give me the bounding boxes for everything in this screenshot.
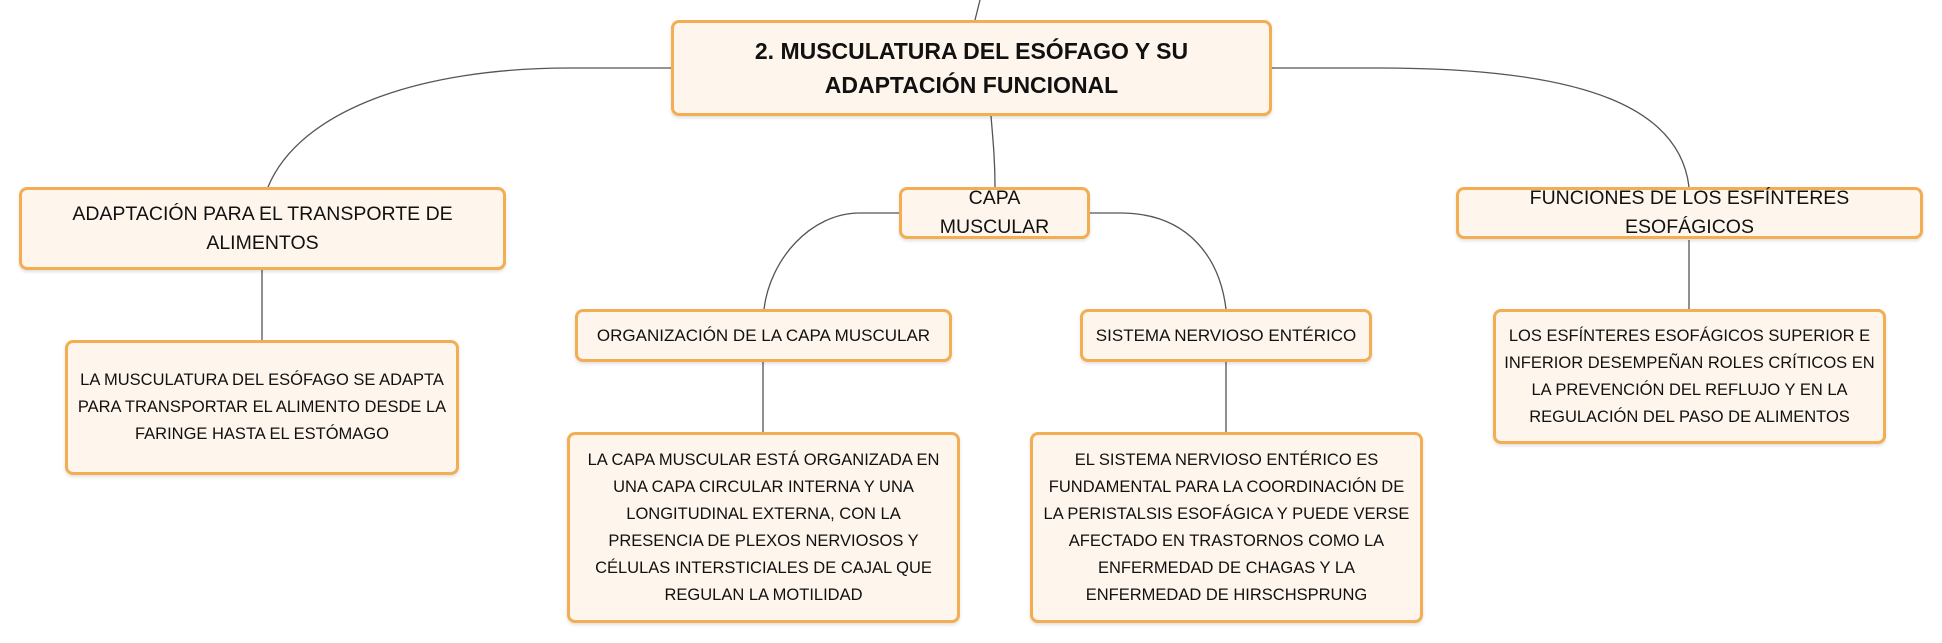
connector-root-to-esfinteres	[1271, 67, 1690, 188]
detail-transporte[interactable]: LA MUSCULATURA DEL ESÓFAGO SE ADAPTA PAR…	[65, 340, 459, 475]
connector-capa-to-sistema	[1089, 212, 1227, 310]
topic-esfinteres[interactable]: FUNCIONES DE LOS ESFÍNTERES ESOFÁGICOS	[1456, 187, 1923, 239]
detail-sistema-nervioso[interactable]: EL SISTEMA NERVIOSO ENTÉRICO ES FUNDAMEN…	[1030, 432, 1423, 623]
topic-esfinteres-label: FUNCIONES DE LOS ESFÍNTERES ESOFÁGICOS	[1529, 187, 1850, 238]
subtopic-organizacion-label: ORGANIZACIÓN DE LA CAPA MUSCULAR	[596, 325, 931, 345]
detail-transporte-text: LA MUSCULATURA DEL ESÓFAGO SE ADAPTA PAR…	[77, 371, 447, 443]
connector-root-to-transporte	[267, 67, 671, 188]
subtopic-organizacion[interactable]: ORGANIZACIÓN DE LA CAPA MUSCULAR	[575, 309, 952, 362]
detail-organizacion[interactable]: LA CAPA MUSCULAR ESTÁ ORGANIZADA EN UNA …	[567, 432, 960, 623]
subtopic-sistema-nervioso[interactable]: SISTEMA NERVIOSO ENTÉRICO	[1080, 309, 1372, 362]
topic-capa-muscular[interactable]: CAPA MUSCULAR	[899, 187, 1090, 239]
root-topic[interactable]: 2. MUSCULATURA DEL ESÓFAGO Y SU ADAPTACI…	[671, 20, 1272, 116]
detail-esfinteres-text: LOS ESFÍNTERES ESOFÁGICOS SUPERIOR E INF…	[1504, 326, 1875, 426]
topic-capa-muscular-label: CAPA MUSCULAR	[939, 187, 1050, 238]
topic-transporte-label: ADAPTACIÓN PARA EL TRANSPORTE DE ALIMENT…	[72, 202, 453, 254]
connector-parent-to-root	[974, 0, 981, 21]
topic-transporte[interactable]: ADAPTACIÓN PARA EL TRANSPORTE DE ALIMENT…	[19, 187, 506, 270]
detail-organizacion-text: LA CAPA MUSCULAR ESTÁ ORGANIZADA EN UNA …	[587, 450, 940, 604]
detail-esfinteres[interactable]: LOS ESFÍNTERES ESOFÁGICOS SUPERIOR E INF…	[1493, 309, 1886, 444]
connector-capa-to-organizacion	[763, 212, 901, 310]
subtopic-sistema-nervioso-label: SISTEMA NERVIOSO ENTÉRICO	[1095, 325, 1357, 345]
connector-root-to-capa-muscular	[990, 115, 996, 188]
detail-sistema-nervioso-text: EL SISTEMA NERVIOSO ENTÉRICO ES FUNDAMEN…	[1043, 450, 1410, 604]
root-topic-label: 2. MUSCULATURA DEL ESÓFAGO Y SU ADAPTACI…	[754, 38, 1189, 98]
